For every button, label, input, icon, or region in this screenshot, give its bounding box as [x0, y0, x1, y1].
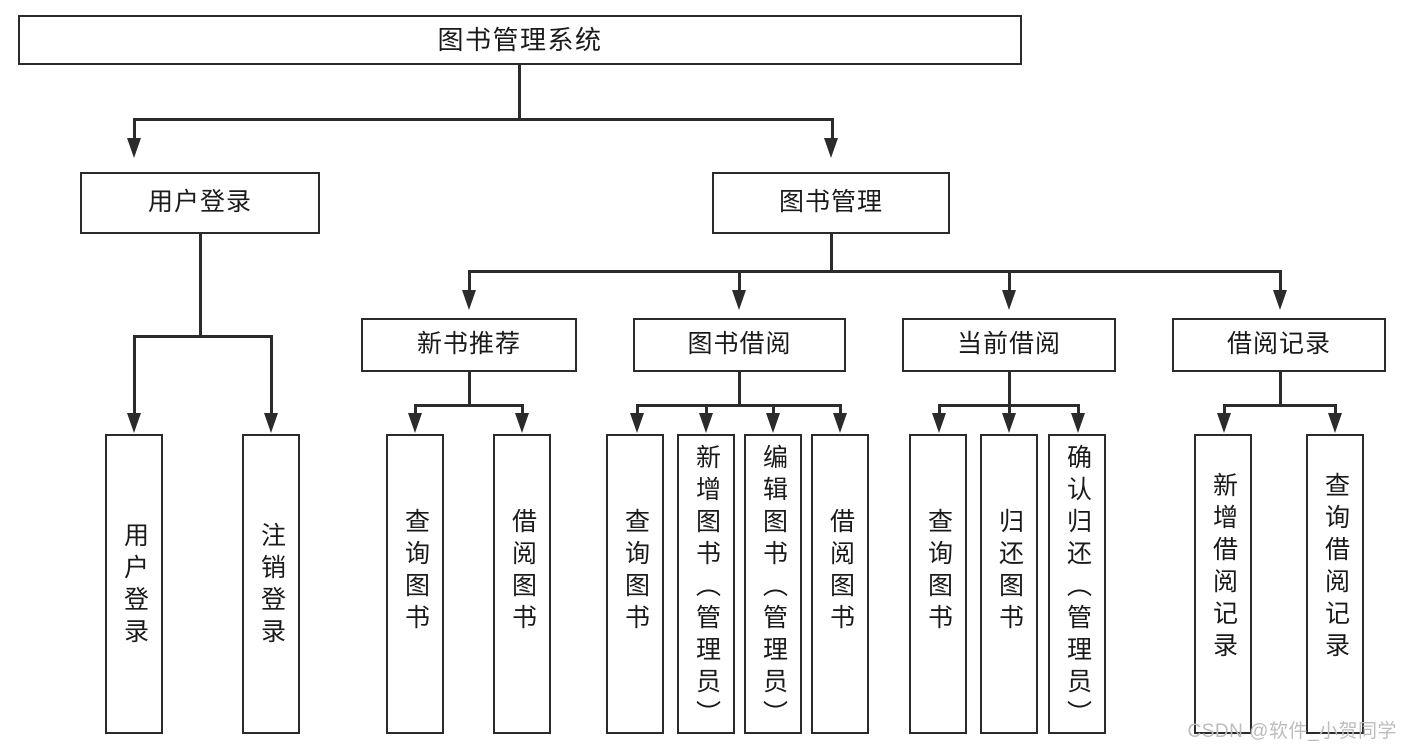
node-label: 当前借阅 [956, 330, 1061, 359]
connector-bm-drop-1 [468, 270, 471, 294]
arrow-to-book-management [824, 138, 838, 158]
arrow-to-leaf-borrow-book-2 [833, 413, 847, 433]
node-label: 新增借阅记录 [1209, 472, 1238, 664]
arrow-to-book-borrow [732, 290, 746, 310]
arrow-to-leaf-query-book-3 [932, 413, 946, 433]
leaf-user-login[interactable]: 用户登录 [105, 434, 163, 734]
connector-book-management-stem [830, 234, 833, 270]
leaf-borrow-book-newbook[interactable]: 借阅图书 [493, 434, 551, 734]
connector-root-stem [518, 65, 521, 118]
leaf-confirm-return-admin[interactable]: 确认归还（管理员） [1048, 434, 1106, 734]
connector-borrow-drop-1 [636, 404, 639, 417]
connector-user-login-drop-2 [270, 335, 273, 417]
connector-root-drop-1 [133, 118, 136, 142]
node-current-borrow[interactable]: 当前借阅 [902, 318, 1116, 372]
arrow-to-leaf-confirm-return [1071, 413, 1085, 433]
node-label: 图书借阅 [687, 330, 792, 359]
node-label: 归还图书 [995, 508, 1024, 636]
leaf-edit-book-admin[interactable]: 编辑图书（管理员） [744, 434, 802, 734]
arrow-to-leaf-add-record [1217, 413, 1231, 433]
arrow-to-leaf-query-book-2 [630, 413, 644, 433]
leaf-return-book[interactable]: 归还图书 [980, 434, 1038, 734]
node-new-book-recommend[interactable]: 新书推荐 [361, 318, 577, 372]
node-label: 查询图书 [401, 508, 430, 636]
node-label: 借阅图书 [826, 508, 855, 636]
node-borrow-records[interactable]: 借阅记录 [1172, 318, 1386, 372]
arrow-to-leaf-add-book [699, 413, 713, 433]
leaf-query-book-current[interactable]: 查询图书 [909, 434, 967, 734]
leaf-query-borrow-record[interactable]: 查询借阅记录 [1306, 434, 1364, 734]
leaf-query-book-borrow[interactable]: 查询图书 [606, 434, 664, 734]
node-label: 借阅记录 [1226, 330, 1331, 359]
connector-records-drop-2 [1334, 404, 1337, 417]
connector-book-management-bar [468, 270, 1282, 273]
arrow-to-leaf-query-book-1 [408, 413, 422, 433]
arrow-to-leaf-return-book [1002, 413, 1016, 433]
connector-root-bar [133, 118, 833, 121]
connector-current-stem [1008, 372, 1011, 404]
node-book-management[interactable]: 图书管理 [712, 172, 950, 234]
node-label: 图书管理系统 [437, 24, 603, 55]
node-label: 查询图书 [621, 508, 650, 636]
node-label: 图书管理 [778, 188, 883, 217]
leaf-add-borrow-record[interactable]: 新增借阅记录 [1194, 434, 1252, 734]
arrow-to-user-login [127, 138, 141, 158]
node-label: 用户登录 [147, 188, 252, 217]
node-label: 编辑图书（管理员） [759, 444, 788, 732]
connector-records-drop-1 [1223, 404, 1226, 417]
connector-newbook-drop-1 [414, 404, 417, 417]
arrow-to-leaf-query-record [1328, 413, 1342, 433]
connector-user-login-bar [133, 335, 272, 338]
arrow-to-new-book-recommend [462, 290, 476, 310]
connector-current-drop-1 [938, 404, 941, 417]
connector-borrow-stem [738, 372, 741, 404]
arrow-to-leaf-borrow-book-1 [515, 413, 529, 433]
arrow-to-current-borrow [1002, 290, 1016, 310]
connector-borrow-bar [636, 404, 842, 407]
node-label: 用户登录 [120, 522, 149, 650]
connector-bm-drop-3 [1008, 270, 1011, 294]
connector-newbook-drop-2 [521, 404, 524, 417]
node-user-login[interactable]: 用户登录 [80, 172, 320, 234]
connector-borrow-drop-2 [705, 404, 708, 417]
connector-records-stem [1279, 372, 1282, 404]
connector-newbook-bar [414, 404, 524, 407]
node-root-book-management-system[interactable]: 图书管理系统 [18, 15, 1022, 65]
connector-user-login-stem [199, 234, 202, 335]
connector-newbook-stem [468, 372, 471, 404]
arrow-to-leaf-user-login [127, 413, 141, 433]
arrow-to-leaf-edit-book [766, 413, 780, 433]
leaf-query-book-newbook[interactable]: 查询图书 [386, 434, 444, 734]
node-label: 新增图书（管理员） [692, 444, 721, 732]
connector-borrow-drop-4 [839, 404, 842, 417]
arrow-to-borrow-records [1273, 290, 1287, 310]
node-label: 借阅图书 [508, 508, 537, 636]
node-label: 查询借阅记录 [1321, 472, 1350, 664]
leaf-borrow-book-borrow[interactable]: 借阅图书 [811, 434, 869, 734]
leaf-add-book-admin[interactable]: 新增图书（管理员） [677, 434, 735, 734]
connector-user-login-drop-1 [133, 335, 136, 417]
node-label: 查询图书 [924, 508, 953, 636]
connector-borrow-drop-3 [772, 404, 775, 417]
leaf-logout[interactable]: 注销登录 [242, 434, 300, 734]
connector-root-drop-2 [831, 118, 834, 142]
connector-records-bar [1223, 404, 1337, 407]
node-label: 注销登录 [257, 522, 286, 650]
node-label: 确认归还（管理员） [1063, 444, 1092, 732]
arrow-to-leaf-logout [264, 413, 278, 433]
connector-current-drop-3 [1077, 404, 1080, 417]
node-label: 新书推荐 [416, 330, 521, 359]
connector-current-drop-2 [1008, 404, 1011, 417]
connector-bm-drop-2 [738, 270, 741, 294]
connector-bm-drop-4 [1279, 270, 1282, 294]
node-book-borrow[interactable]: 图书借阅 [633, 318, 846, 372]
